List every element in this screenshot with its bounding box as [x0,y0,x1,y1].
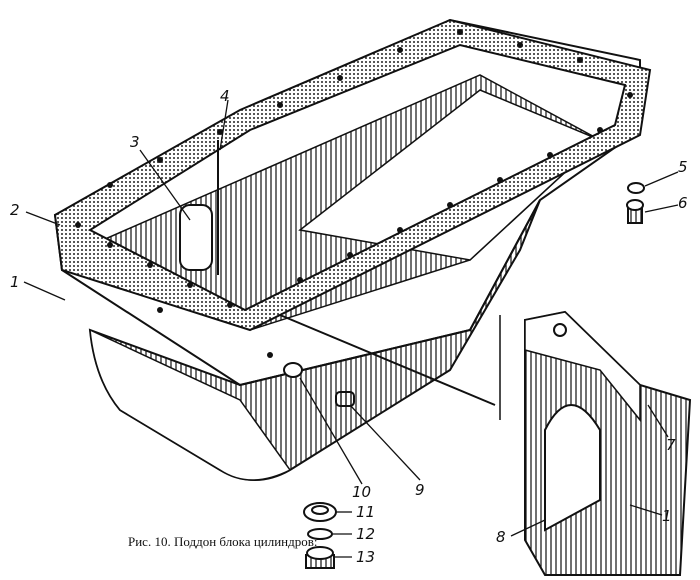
callout-5: 5 [678,158,688,176]
bracket-hole [553,323,567,337]
callout-9: 9 [415,481,425,499]
callout-3: 3 [130,133,140,151]
callout-1-bracket: 1 [662,507,672,525]
callout-2: 2 [10,201,20,219]
callout-8: 8 [496,528,506,546]
plug-parts [283,182,645,569]
oil-receiver-tube-3 [179,204,213,271]
callout-12: 12 [356,525,375,543]
callout-13: 13 [356,548,375,566]
bolt-holes [75,29,633,358]
bracket-top-face [524,311,641,423]
callout-4: 4 [220,87,230,105]
callout-labels: 1 2 3 4 5 6 7 8 9 10 11 12 13 1 [10,87,688,566]
figure-caption: Рис. 10. Поддон блока цилиндров: [128,534,318,549]
callout-11: 11 [356,503,375,521]
callout-7: 7 [666,436,676,454]
gasket-2 [53,18,652,332]
leader-lines [23,99,679,558]
callout-10: 10 [352,483,371,501]
cover-plate-8 [544,404,601,532]
callout-1: 1 [10,273,20,291]
callout-6: 6 [678,194,688,212]
dipstick-rod [279,314,496,406]
oil-pan-sump-face [89,328,292,481]
